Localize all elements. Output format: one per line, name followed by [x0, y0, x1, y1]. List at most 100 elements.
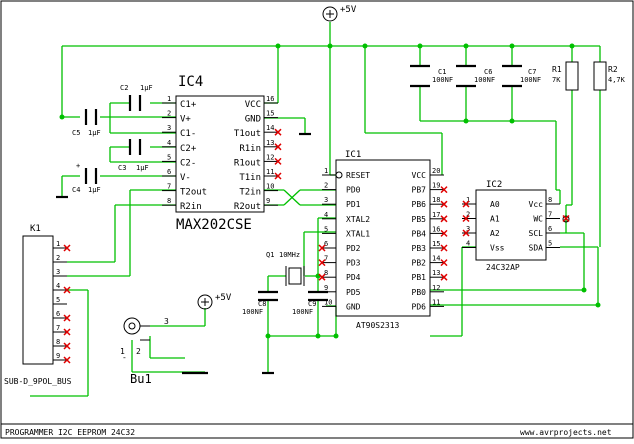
ic4-pin-number: 2 [167, 110, 171, 118]
c3-value: 1µF [136, 164, 149, 172]
ic1-pin-label: PB5 [412, 215, 427, 224]
ic1-pin-number: 20 [432, 167, 440, 175]
ic1-no-connect-mark [440, 229, 448, 237]
ic2-pin-number: 2 [466, 211, 470, 219]
ic1-no-connect-mark [440, 200, 448, 208]
ic1-pin-label: PB0 [412, 288, 427, 297]
ic4-pin-label: T2out [180, 188, 207, 198]
r1-name: R1 [552, 65, 562, 74]
ic4-pin-label: GND [245, 115, 261, 125]
ic4-no-connect-mark [274, 128, 282, 136]
ic1-pin-number: 14 [432, 255, 440, 263]
k1-no-connect-mark [63, 244, 71, 252]
c1-name: C1 [438, 68, 446, 76]
c9-value: 100NF [292, 308, 313, 316]
r2-value: 4,7K [608, 76, 626, 84]
k1-no-connect-mark [63, 328, 71, 336]
ic2-pin-label: A2 [490, 229, 500, 238]
ic4-pin-number: 8 [167, 197, 171, 205]
ic2-wc-bubble [562, 215, 570, 223]
ic2-no-connect-mark [462, 229, 470, 237]
ic4-no-connect-mark [274, 143, 282, 151]
cap-c8: C8 100NF [242, 290, 278, 316]
ic1-pin-number: 16 [432, 225, 440, 233]
k1-pin-number: 1 [56, 240, 60, 248]
wires [30, 22, 601, 397]
power-label-jack: +5V [215, 293, 232, 303]
ic1-pin-number: 5 [324, 225, 328, 233]
ic2-name: IC2 [486, 180, 502, 190]
cap-c4: C4 1µF + [72, 162, 101, 194]
ground-symbols [56, 132, 311, 375]
ic4-pin-number: 1 [167, 95, 171, 103]
ic4-pin-number: 4 [167, 139, 171, 147]
ic2-pin-number: 1 [466, 196, 470, 204]
k1-no-connect-mark [63, 286, 71, 294]
ic1-pin-number: 15 [432, 240, 440, 248]
cap-c9: C9 100NF [292, 290, 328, 316]
c4-value: 1µF [88, 186, 101, 194]
ic1-pin-label: VCC [412, 171, 427, 180]
ic4-pin-label: R1out [234, 158, 261, 168]
ic4-max202: IC4 MAX202CSE 1C1+2V+3C1-4C2+5C2-6V-7T2o… [162, 74, 282, 233]
ic2-no-connect-mark [462, 214, 470, 223]
k1-pin-number: 9 [56, 352, 60, 360]
ic1-pin-number: 7 [324, 255, 328, 263]
c2-value: 1µF [140, 84, 153, 92]
ic1-pin-label: PB2 [412, 259, 427, 268]
ic1-pin-label: PD3 [346, 259, 361, 268]
ic1-no-connect-mark [318, 259, 326, 267]
c1-value: 100NF [432, 76, 453, 84]
ic1-no-connect-mark [440, 244, 448, 252]
r2-name: R2 [608, 65, 618, 74]
cap-c2: C2 1µF [120, 84, 153, 111]
ic1-pin-label: PB7 [412, 186, 427, 195]
ic1-pin-number: 13 [432, 269, 440, 277]
k1-pin-number: 4 [56, 282, 60, 290]
jack-bu1: 1 2 3 - Bu1 [120, 317, 169, 386]
ic2-pin-label: WC [533, 215, 543, 224]
ic4-pin-number: 11 [266, 168, 274, 176]
ic1-no-connect-mark [318, 273, 326, 281]
ic4-pin-number: 7 [167, 183, 171, 191]
ic1-pin-number: 10 [324, 298, 332, 306]
cap-c1: C1 100NF [410, 64, 453, 88]
cap-c3: C3 1µF [118, 139, 149, 172]
c7-value: 100NF [520, 76, 541, 84]
cap-c6: C6 100NF [456, 64, 495, 88]
crystal-q1: Q1 10MHz [266, 251, 305, 286]
ic1-pin-number: 18 [432, 196, 440, 204]
cap-c5: C5 1µF [72, 109, 101, 137]
ic4-pin-label: T1out [234, 129, 261, 139]
c5-name: C5 [72, 129, 80, 137]
ic4-pin-label: T1in [239, 173, 261, 183]
ic4-pin-number: 3 [167, 124, 171, 132]
ic2-pin-number: 8 [548, 196, 552, 204]
ic4-pin-label: R2in [180, 202, 202, 212]
power-label-top: +5V [340, 5, 357, 15]
ic1-pin-label: PB4 [412, 229, 427, 238]
ic2-pin-number: 3 [466, 225, 470, 233]
ic1-pin-label: PD1 [346, 200, 361, 209]
k1-pin-number: 5 [56, 296, 60, 304]
ic1-pin-label: PD4 [346, 273, 361, 282]
ic4-pin-number: 16 [266, 95, 274, 103]
k1-pin-number: 7 [56, 324, 60, 332]
ic1-reset-bubble [335, 171, 343, 179]
ic2-wc-mark [562, 214, 570, 223]
ic2-pin-label: SCL [529, 229, 544, 238]
k1-pin-number: 8 [56, 338, 60, 346]
ic1-pin-label: PD6 [412, 302, 427, 311]
k1-no-connect-mark [63, 356, 71, 364]
ic2-pin-number: 4 [466, 240, 470, 248]
k1-no-connect-mark [63, 342, 71, 350]
ic1-no-connect-mark [440, 215, 448, 223]
power-symbol-top: +5V [322, 5, 357, 22]
ic1-pin-number: 2 [324, 182, 328, 190]
ic1-pin-label: RESET [346, 171, 370, 180]
ic1-pin-label: PB6 [412, 200, 427, 209]
c6-value: 100NF [474, 76, 495, 84]
ic1-no-connect-mark [440, 273, 448, 281]
